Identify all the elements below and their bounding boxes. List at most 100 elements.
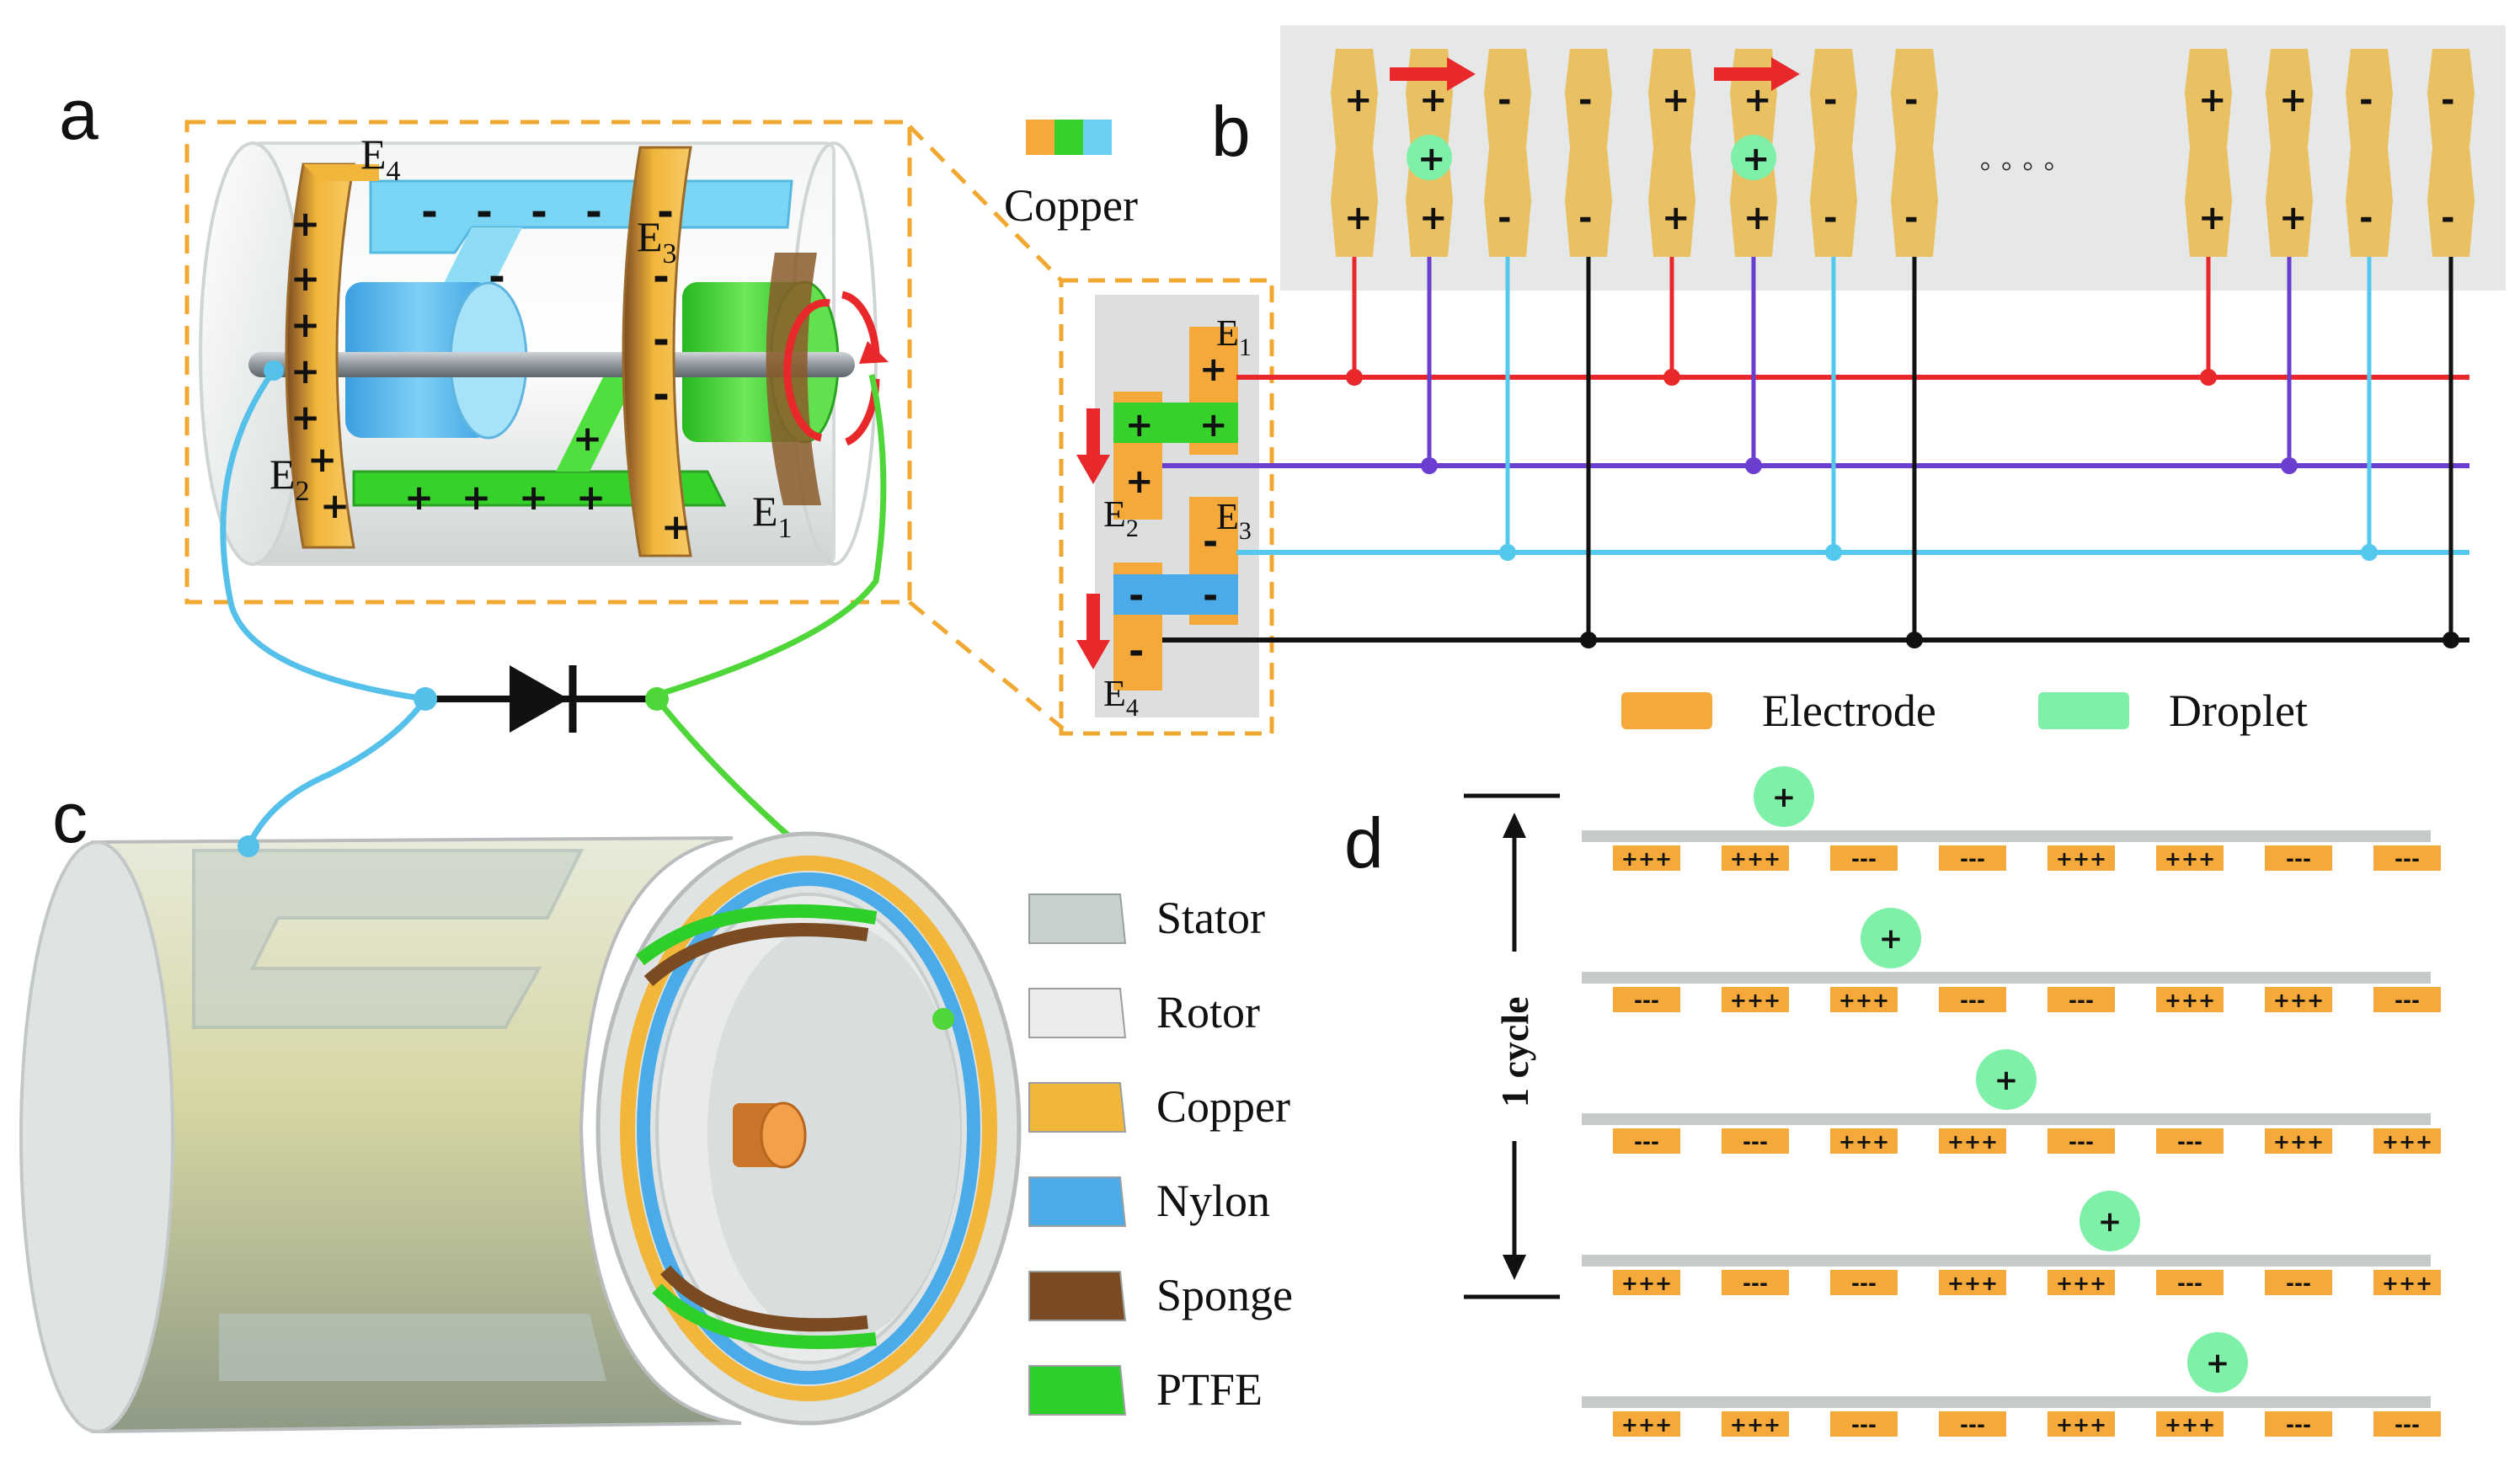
d-row-2: ---++++++------++++++---+: [1582, 908, 2441, 1012]
b-electrode-shape: [1648, 49, 1695, 257]
b-move-arrow-2-icon: [1714, 57, 1800, 91]
d-electrode-charge: +++: [1730, 847, 1781, 871]
b-droplet-2-sign: +: [1742, 140, 1770, 179]
wire-cyan-node: [264, 360, 284, 381]
wire-cyan-a: [220, 368, 426, 702]
d-electrode-charge: +++: [1730, 1413, 1781, 1437]
b-junction: [1663, 369, 1680, 386]
b-electrode-bottom-sign: +: [2198, 199, 2227, 237]
a-sign-minus-6: -: [489, 253, 505, 301]
d-electrode-charge: ---: [1743, 1130, 1768, 1154]
d-electrode-charge: +++: [1621, 1272, 1672, 1295]
b-electrode-top-sign: +: [1743, 81, 1772, 120]
d-substrate: [1582, 1255, 2431, 1267]
b-electrode-bottom-sign: -: [1578, 199, 1593, 237]
d-electrode: [2265, 1128, 2332, 1154]
b-electrode-bottom-sign: +: [1662, 199, 1690, 237]
b-electrode-top-sign: +: [1344, 81, 1373, 120]
legend-swatch: [1028, 1271, 1127, 1321]
a-sign-plus-7: +: [320, 485, 350, 526]
d-substrate: [1582, 1113, 2431, 1125]
a-sign-plus-8: +: [404, 477, 434, 518]
b-move-arrow-1-icon: [1390, 57, 1476, 91]
stator-electrode-pattern-2: [219, 1314, 606, 1381]
d-substrate: [1582, 830, 2431, 842]
d-electrode: [1722, 845, 1789, 871]
d-electrode-charge: ---: [2177, 1272, 2202, 1295]
d-electrode-charge: ---: [2286, 1272, 2311, 1295]
b-electrode-8: --: [1891, 49, 1938, 257]
a-sign-plus-5: +: [291, 397, 320, 438]
wire-cyan-c: [245, 696, 428, 848]
d-electrode-charge: +++: [1839, 989, 1889, 1012]
b-electrode-top-sign: -: [2441, 81, 2455, 120]
d-rows: ++++++------++++++------+---++++++------…: [1582, 766, 2441, 1437]
wire-green-a: [655, 374, 887, 698]
inset-nylon: [1113, 574, 1238, 615]
d-electrode: [1613, 1128, 1680, 1154]
legend-item-stator: Stator: [1028, 893, 1265, 944]
copper-ring-mid: [622, 146, 692, 557]
b-droplet-1-sign: +: [1418, 140, 1446, 179]
d-electrode: [2265, 1411, 2332, 1437]
legend-swatch: [1028, 893, 1127, 944]
d-droplet-sign: +: [1772, 781, 1797, 814]
d-electrode: [1613, 1411, 1680, 1437]
inset-down-arrow-2-icon: [1076, 594, 1110, 669]
d-electrode-charge: ---: [2395, 1413, 2420, 1437]
d-electrode-charge: +++: [1839, 1130, 1889, 1154]
b-electrode-top-sign: -: [1578, 81, 1593, 120]
d-electrode-charge: ---: [1851, 847, 1877, 871]
d-electrode: [1613, 1270, 1680, 1295]
panel-c: [19, 831, 1022, 1434]
b-electrode-shape: [1891, 49, 1938, 257]
panel-d: 1 cycle ++++++------++++++------+---++++…: [1464, 766, 2441, 1437]
rotation-arrowhead-icon: [859, 341, 889, 364]
b-electrode-4: --: [1565, 49, 1612, 257]
a-sign-minus-2: -: [476, 189, 493, 236]
legend-electrode-swatch: [1621, 692, 1712, 729]
b-junction: [2200, 369, 2217, 386]
d-electrode: [1939, 1411, 2006, 1437]
inset-sign-2: +: [1125, 406, 1154, 445]
panel-a-dashed-frame: [184, 120, 912, 605]
d-droplet-sign: +: [2206, 1347, 2230, 1380]
a-label-E3: E3: [637, 213, 677, 269]
a-sign-minus-3: -: [531, 189, 547, 236]
d-electrode-charge: +++: [2056, 847, 2106, 871]
d-electrode: [1722, 987, 1789, 1012]
inset-sign-6: -: [1129, 574, 1144, 617]
d-electrode-charge: +++: [2382, 1272, 2432, 1295]
b-electrode-bottom-sign: -: [1904, 199, 1919, 237]
d-electrode: [2265, 987, 2332, 1012]
d-droplet-sign: +: [1994, 1064, 2019, 1097]
legend-swatch: [1028, 1365, 1127, 1416]
c-green-node: [932, 1008, 954, 1030]
a-sign-plus-12: +: [573, 418, 602, 459]
d-electrode: [2156, 1411, 2224, 1437]
d-electrode-charge: +++: [2056, 1413, 2106, 1437]
cycle-arrowhead-up-icon: [1503, 813, 1526, 838]
a-sign-minus-4: -: [585, 189, 602, 236]
b-junction: [1499, 544, 1516, 561]
a-sign-plus-3: +: [291, 304, 320, 345]
d-electrode: [2373, 1270, 2441, 1295]
panel-label-d: d: [1344, 803, 1384, 883]
stator-electrode-pattern: [192, 849, 585, 1029]
b-junction: [2361, 544, 2378, 561]
panel-label-c: c: [52, 778, 88, 857]
d-electrode-charge: +++: [1621, 1413, 1672, 1437]
legend-label: Stator: [1156, 893, 1265, 943]
d-row-3: ------++++++------+++++++: [1582, 1049, 2441, 1154]
a-sign-minus-5: -: [657, 189, 674, 236]
d-electrode-charge: ---: [1851, 1272, 1877, 1295]
d-electrode: [1939, 1128, 2006, 1154]
b-electrode-top-sign: -: [1823, 81, 1838, 120]
d-electrode: [2373, 845, 2441, 871]
b-junction: [1346, 369, 1363, 386]
d-droplet: [2187, 1332, 2248, 1393]
d-electrode: [2265, 1270, 2332, 1295]
b-electrode-top-sign: -: [1904, 81, 1919, 120]
d-electrode: [2156, 987, 2224, 1012]
